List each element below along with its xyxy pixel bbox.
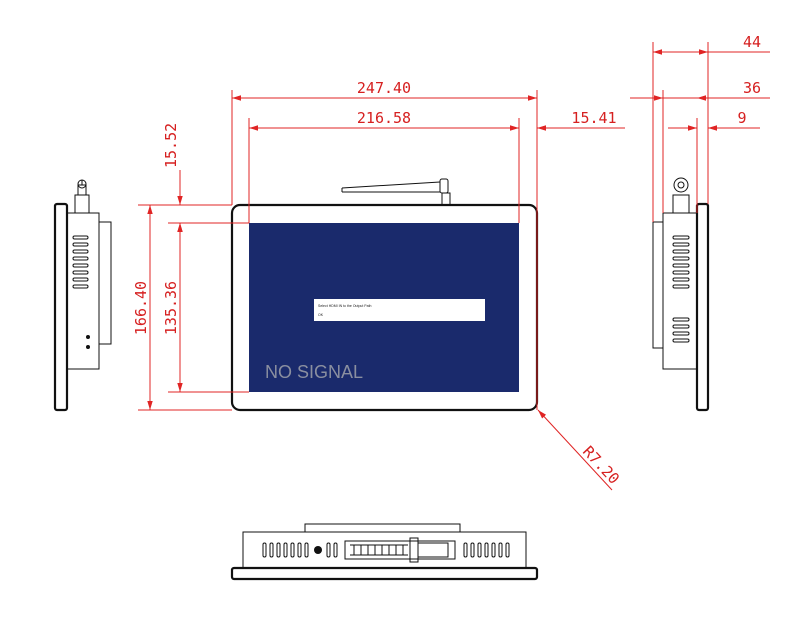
bottom-antenna [344,537,456,563]
dialog-message: Select HDMI IN to the Output Path [318,304,372,308]
dim-depth-rear: 9 [737,109,746,127]
dim-overall-width: 247.40 [357,79,411,97]
dim-depth-body: 36 [743,79,761,97]
front-view: Select HDMI IN to the Output Path OK NO … [132,79,625,491]
right-side-view: 44 36 9 [630,33,770,412]
antenna [341,178,451,206]
bottom-vents [262,542,510,558]
no-signal-text: NO SIGNAL [265,362,363,382]
dim-screen-height: 135.36 [162,281,180,335]
bottom-view [230,523,539,581]
dim-right-margin: 15.41 [571,109,616,127]
signal-dialog: Select HDMI IN to the Output Path OK [314,299,485,321]
left-vents [72,235,89,289]
dim-screen-width: 216.58 [357,109,411,127]
dim-overall-height: 166.40 [132,281,150,335]
dialog-ok: OK [318,313,324,317]
dim-depth-total: 44 [743,33,761,51]
right-vents [672,235,690,343]
left-side-view [53,179,112,412]
dim-corner-radius: R7.20 [579,442,623,487]
dim-corner-radius-leader [537,409,613,491]
dim-top-margin: 15.52 [162,123,180,168]
